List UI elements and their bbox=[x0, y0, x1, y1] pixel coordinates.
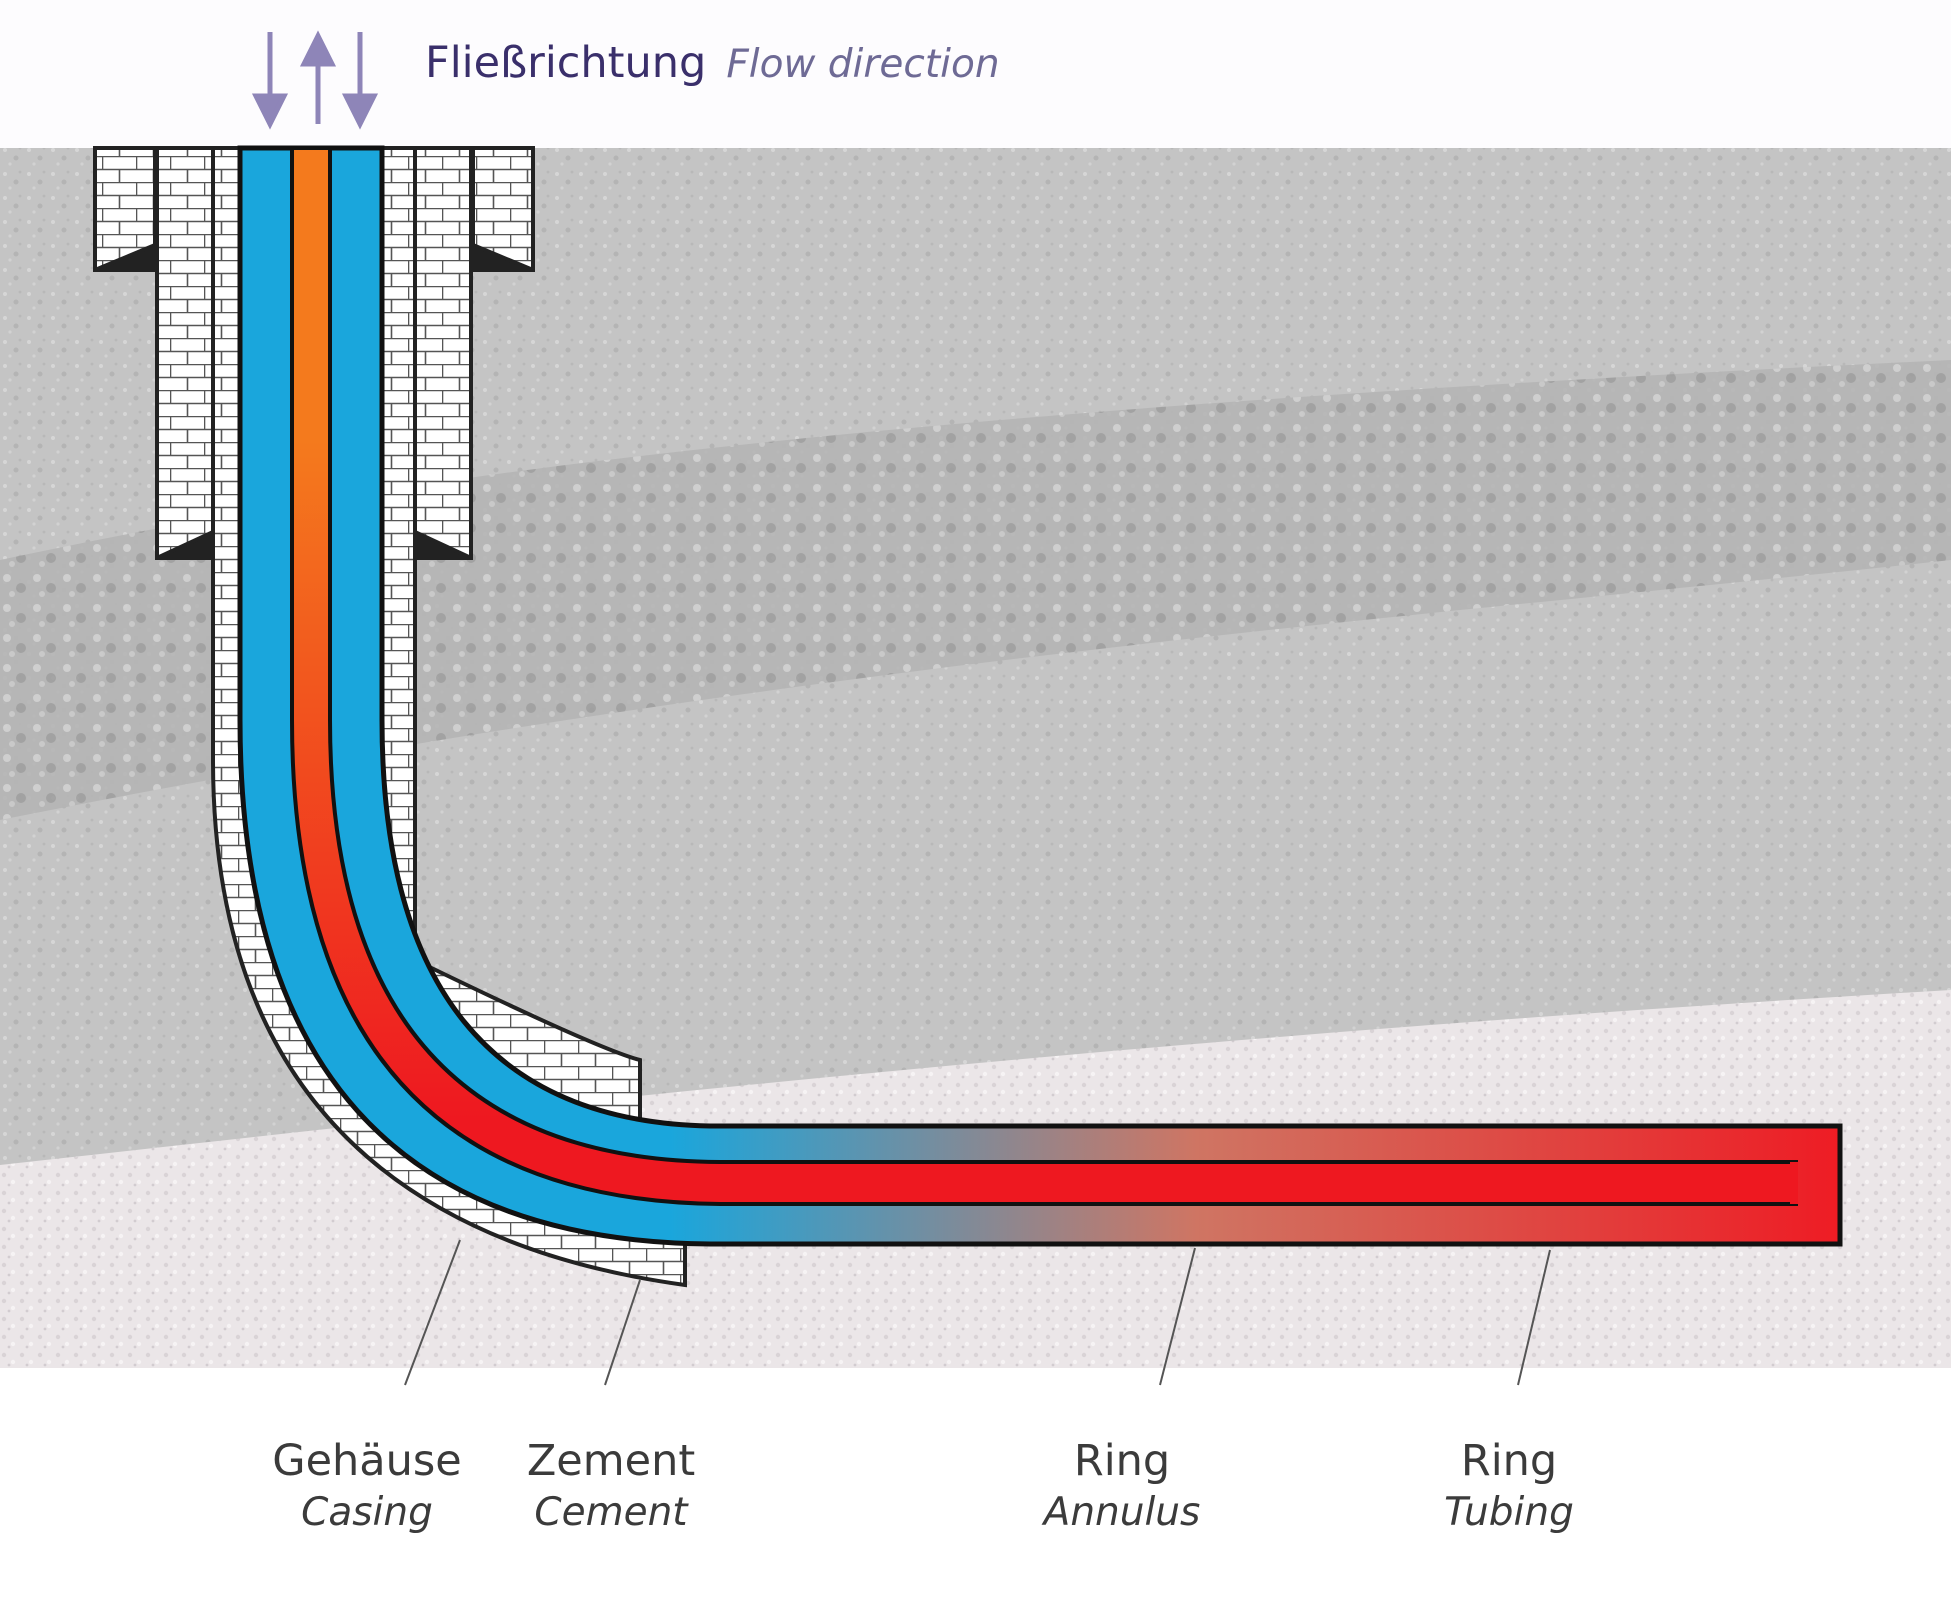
leader-annulus bbox=[1160, 1248, 1195, 1385]
label-cement-en: Cement bbox=[441, 1487, 781, 1539]
label-tubing: Ring Tubing bbox=[1339, 1435, 1679, 1539]
label-annulus-de: Ring bbox=[952, 1435, 1292, 1487]
label-tubing-de: Ring bbox=[1339, 1435, 1679, 1487]
leader-tubing bbox=[1518, 1250, 1550, 1385]
leader-casing bbox=[405, 1240, 460, 1385]
label-annulus-en: Annulus bbox=[952, 1487, 1292, 1539]
label-cement-de: Zement bbox=[441, 1435, 781, 1487]
label-annulus: Ring Annulus bbox=[952, 1435, 1292, 1539]
leader-cement bbox=[605, 1280, 640, 1385]
label-cement: Zement Cement bbox=[441, 1435, 781, 1539]
label-tubing-en: Tubing bbox=[1339, 1487, 1679, 1539]
